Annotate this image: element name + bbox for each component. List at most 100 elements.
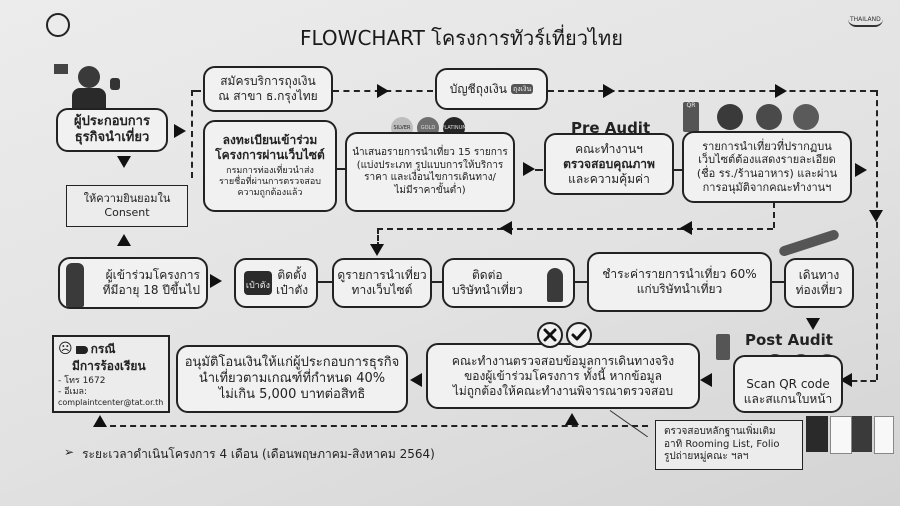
evidence-line1: ตรวจสอบหลักฐานเพิ่มเติม [664,426,776,438]
connector [432,281,442,283]
complaint-phone: - โทร 1672 [58,375,106,386]
verify-line3: ไม่ถูกต้องให้คณะทำงานพิจารณาตรวจสอบ [452,383,674,398]
register-line1: ลงทะเบียนเข้าร่วม [222,132,318,147]
approve-check-icon [566,322,592,348]
consent-line2: Consent [104,206,150,219]
node-pre-audit: คณะทำงานฯ ตรวจสอบคุณภาพ และความคุ้มค่า [544,133,674,195]
connector [575,281,587,283]
arrow-right-icon [377,84,389,98]
evidence-receipt-thumbnail [874,416,894,454]
pre-audit-line1: คณะทำงานฯ [575,141,643,156]
connector [773,202,775,228]
connector [337,168,347,170]
bullet-arrow-icon: ➢ [64,445,75,459]
node-install-app: เป๋าตัง ติดตั้ง เป๋าตัง [234,258,318,308]
connector [772,281,784,283]
participant-line1: ผู้เข้าร่วมโครงการ [105,268,200,282]
page-title: FLOWCHART โครงการทัวร์เที่ยวไทย [300,26,623,50]
node-contact: ติดต่อ บริษัทนำเที่ยว [442,258,575,308]
evidence-document-thumbnail [830,416,852,454]
listing-line1: รายการนำเที่ยวที่ปรากฏบน [702,139,832,153]
arrow-left-icon [410,373,422,387]
bank-signup-line2: ณ สาขา ธ.กรุงไทย [218,89,318,103]
connector [191,90,201,92]
connector [535,169,543,171]
node-participant: ผู้เข้าร่วมโครงการ ที่มีอายุ 18 ปีขึ้นไป [58,257,208,309]
participant-line2: ที่มีอายุ 18 ปีขึ้นไป [102,283,200,297]
connector [377,228,379,248]
view-tours-line1: ดูรายการนำเที่ยว [337,268,427,282]
travel-line1: เดินทาง [798,268,840,282]
connector [191,90,193,178]
arrow-right-icon [174,124,186,138]
arrow-down-icon [370,244,384,256]
node-consent: ให้ความยินยอมใน Consent [66,185,188,227]
hotel-icon [756,104,782,130]
node-travel: เดินทาง ท่องเที่ยว [784,258,854,308]
sad-face-icon: ☹ [58,341,73,357]
propose-line2: (แบ่งประเภท รูปแบบการให้บริการ [356,159,504,171]
node-wallet-account: บัญชีถุงเงิน ถุงเงิน [435,68,548,110]
install-line1: ติดตั้ง [277,268,307,282]
approve40-line2: นำเที่ยวตามเกณฑ์ที่กำหนด 40% [198,370,386,386]
propose-line3: ราคา และเงื่อนไขการเดินทาง/ [364,172,496,183]
complaint-email-label: - อีเมล: [58,386,88,397]
connector [100,425,648,427]
paotang-app-icon: เป๋าตัง [243,270,272,296]
propose-line1: นำเสนอรายการนำเที่ยว 15 รายการ [352,147,508,158]
pre-audit-line2: ตรวจสอบคุณภาพ [563,156,655,171]
arrow-left-icon [840,373,852,387]
evidence-qr-thumbnail [806,416,828,452]
footer-note-text: ระยะเวลาดำเนินโครงการ 4 เดือน (เดือนพฤษภ… [82,447,435,461]
node-operator: ผู้ประกอบการ ธุรกิจนำเที่ยว [56,108,168,152]
operator-illustration [54,58,124,108]
callout-line [609,410,648,438]
qr-phone-icon: QR [683,102,699,132]
post-audit-line2: และสแกนใบหน้า [743,392,833,406]
arrow-right-icon [855,163,867,177]
view-tours-line2: ทางเว็บไซต์ [351,283,413,297]
approve40-line3: ไม่เกิน 5,000 บาทต่อสิทธิ [218,387,366,403]
node-view-tours: ดูรายการนำเที่ยว ทางเว็บไซต์ [332,258,432,308]
bank-signup-line1: สมัครบริการถุงเงิน [220,74,316,88]
amazing-thailand-logo: THAILAND [848,16,883,27]
arrow-left-icon [680,221,692,235]
arrow-up-icon [117,234,131,246]
ministry-logo [46,13,70,37]
bank-icon [717,104,743,130]
megaphone-icon [75,345,88,354]
reject-icon [537,322,563,348]
listing-line2: เว็บไซต์ต้องแสดงรายละเอียด [698,153,836,167]
node-website-listing: รายการนำเที่ยวที่ปรากฏบน เว็บไซต์ต้องแสด… [682,131,852,203]
post-audit-line1: Scan QR code [746,377,830,391]
footer-note: ➢ ระยะเวลาดำเนินโครงการ 4 เดือน (เดือนพฤ… [64,445,435,464]
listing-line3: (ชื่อ รร./ร้านอาหาร) และผ่าน [696,167,838,180]
contact-line1: ติดต่อ [472,268,503,282]
propose-line4: ไม่มีราคาขั้นต่ำ) [394,184,466,196]
connector [548,90,876,92]
arrow-left-icon [500,221,512,235]
arrow-up-icon [93,415,107,427]
verify-line2: ของผู้เข้าร่วมโครงการ ทั้งนี้ หากข้อมูล [464,368,662,383]
connector [318,281,332,283]
node-evidence: ตรวจสอบหลักฐานเพิ่มเติม อาทิ Rooming Lis… [655,420,803,470]
consent-line1: ให้ความยินยอมใน [83,192,171,206]
approve40-line1: อนุมัติโอนเงินให้แก่ผู้ประกอบการธุรกิจ [184,354,400,370]
verify-line1: คณะทำงานตรวจสอบข้อมูลการเดินทางจริง [451,353,675,368]
connector [842,380,876,382]
complaint-line2: มีการร้องเรียน [72,358,146,373]
complaint-email[interactable]: complaintcenter@tat.or.th [58,398,164,407]
arrow-down-icon [117,156,131,168]
node-approve40: อนุมัติโอนเงินให้แก่ผู้ประกอบการธุรกิจ น… [176,345,408,413]
pre-audit-heading: Pre Audit [571,119,651,137]
evidence-line2: อาทิ Rooming List, Folio [664,438,780,450]
evidence-photo-thumbnail [852,416,872,452]
connector [876,90,878,380]
node-post-audit: Scan QR code และสแกนใบหน้า [733,355,843,413]
arrow-right-icon [523,162,535,176]
arrow-up-icon [565,413,579,425]
pay60-line1: ชำระค่ารายการนำเที่ยว 60% [602,267,757,281]
register-sub2: รายชื่อที่ผ่านการตรวจสอบ [218,176,322,187]
post-audit-heading: Post Audit [745,331,833,349]
dining-icon [793,104,819,130]
